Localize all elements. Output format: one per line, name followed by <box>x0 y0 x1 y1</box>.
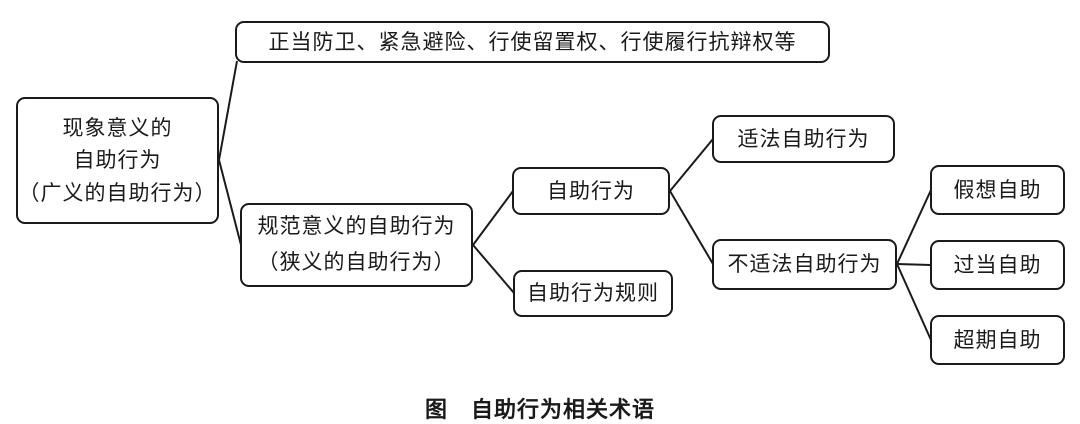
node-lawful-self-help: 适法自助行为 <box>712 115 895 163</box>
figure-caption: 图 自助行为相关术语 <box>424 397 655 422</box>
node-self-help-act: 自助行为 <box>512 167 670 215</box>
connector-selfhelp-unlawful <box>669 190 714 265</box>
connector-phenomenon-examples <box>218 60 238 161</box>
node-label: 超期自助 <box>953 327 1042 352</box>
connector-unlawful-overdue <box>896 263 932 341</box>
node-imaginary-self-help: 假想自助 <box>930 165 1065 215</box>
node-phenomenon-self-help: 现象意义的 自助行为 （广义的自助行为） <box>16 97 219 224</box>
connector-unlawful-imaginary <box>896 189 932 265</box>
node-label-line: （广义的自助行为） <box>18 180 217 205</box>
node-unlawful-self-help: 不适法自助行为 <box>712 239 897 290</box>
connector-selfhelp-lawful <box>669 138 714 192</box>
node-overdue-self-help: 超期自助 <box>930 315 1065 365</box>
node-label-line: 规范意义的自助行为 <box>257 214 456 239</box>
node-label-line: 现象意义的 <box>62 115 173 140</box>
node-normative-self-help: 规范意义的自助行为 （狭义的自助行为） <box>240 203 473 287</box>
node-label-line: 自助行为 <box>73 148 162 173</box>
node-label: 不适法自助行为 <box>727 252 882 277</box>
node-self-help-rules: 自助行为规则 <box>513 270 673 317</box>
node-label: 假想自助 <box>953 177 1042 202</box>
node-examples: 正当防卫、紧急避险、行使留置权、行使履行抗辩权等 <box>235 21 830 63</box>
connector-unlawful-excessive <box>896 263 932 266</box>
connector-normative-rules <box>472 244 515 294</box>
connector-phenomenon-normative <box>218 159 242 246</box>
node-label: 自助行为 <box>547 178 635 203</box>
node-label: 正当防卫、紧急避险、行使留置权、行使履行抗辩权等 <box>268 29 797 54</box>
node-excessive-self-help: 过当自助 <box>930 240 1065 290</box>
node-label-line: （狭义的自助行为） <box>257 250 456 274</box>
node-label: 自助行为规则 <box>527 281 659 306</box>
node-label: 过当自助 <box>953 252 1042 277</box>
node-label: 适法自助行为 <box>737 126 870 151</box>
connector-normative-selfhelp <box>472 190 514 246</box>
